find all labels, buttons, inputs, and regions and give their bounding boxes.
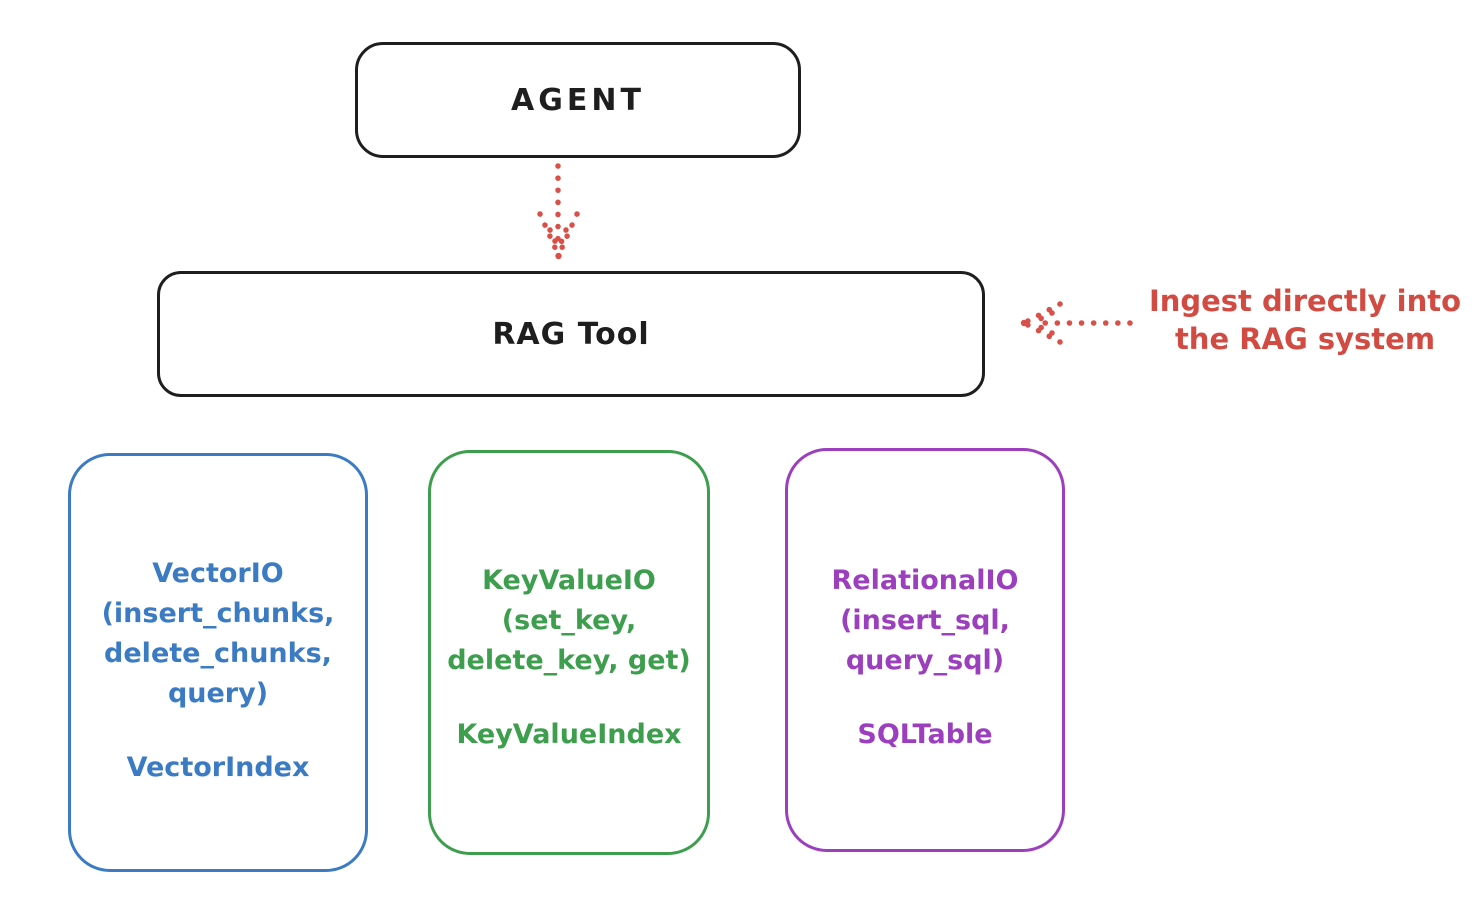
agent-label: AGENT	[511, 82, 645, 118]
keyvalue-io-card: KeyValueIO (set_key, delete_key, get) Ke…	[428, 450, 710, 855]
rag-tool-label: RAG Tool	[492, 316, 650, 352]
card-footer: SQLTable	[857, 719, 993, 750]
card-line: (insert_sql,	[840, 605, 1010, 636]
card-footer: KeyValueIndex	[456, 719, 682, 750]
vector-io-card: VectorIO (insert_chunks, delete_chunks, …	[68, 453, 368, 872]
card-line: query_sql)	[845, 645, 1005, 676]
card-line: delete_key, get)	[447, 645, 691, 676]
card-line: RelationalIO	[831, 565, 1019, 596]
rag-tool-box: RAG Tool	[157, 271, 985, 397]
card-line: (insert_chunks,	[101, 598, 335, 629]
ingest-annotation: Ingest directly into the RAG system	[1140, 282, 1470, 358]
card-line: query)	[167, 678, 269, 709]
ingest-annotation-line1: Ingest directly into	[1148, 284, 1462, 318]
agent-to-rag-arrow-icon	[537, 163, 580, 260]
card-line: KeyValueIO	[482, 565, 656, 596]
card-line: (set_key,	[501, 605, 637, 636]
ingest-arrow-icon	[1020, 301, 1133, 345]
card-line: VectorIO	[152, 558, 284, 589]
card-footer: VectorIndex	[126, 752, 310, 783]
ingest-annotation-line2: the RAG system	[1174, 322, 1436, 356]
card-line: delete_chunks,	[104, 638, 332, 669]
agent-box: AGENT	[355, 42, 801, 158]
relational-io-card: RelationalIO (insert_sql, query_sql) SQL…	[785, 448, 1065, 852]
